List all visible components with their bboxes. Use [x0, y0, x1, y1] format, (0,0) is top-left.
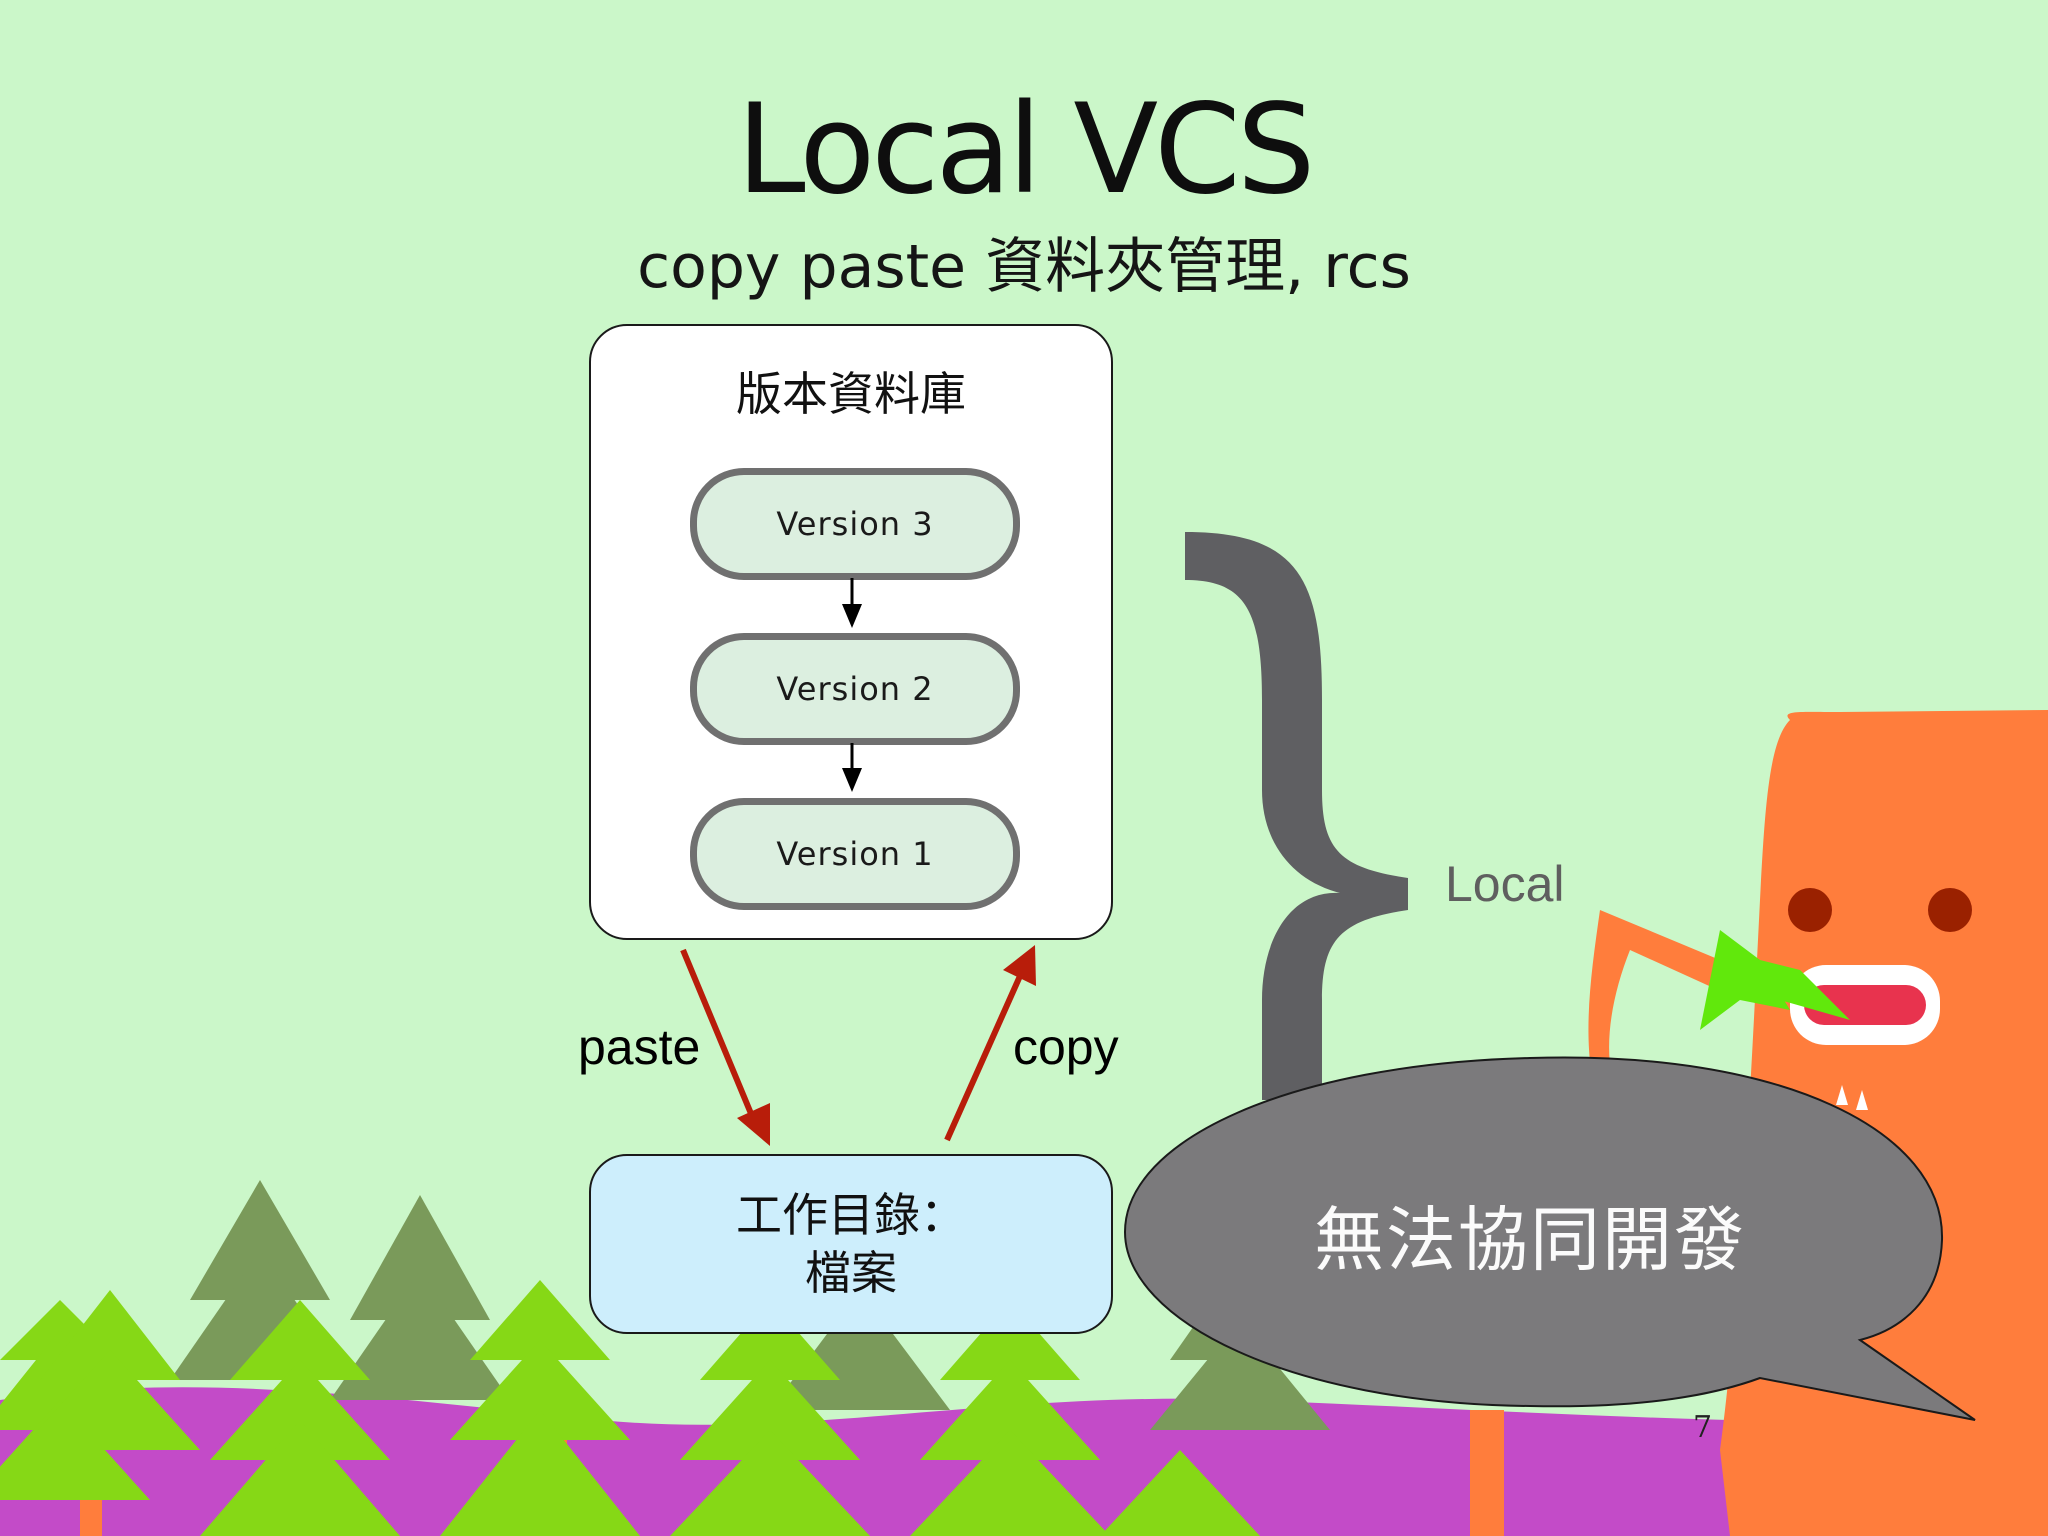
version-node-1: Version 1	[690, 798, 1020, 910]
speech-bubble	[1123, 1056, 1976, 1421]
version-database-box: 版本資料庫 Version 3 Version 2 Version 1	[589, 324, 1113, 940]
paste-arrow	[680, 948, 770, 1146]
slide-subtitle: copy paste 資料夾管理, rcs	[637, 232, 1411, 302]
version-arrow-2-to-1	[842, 743, 862, 792]
working-directory-box: 工作目錄： 檔案	[589, 1154, 1113, 1334]
slide-title: Local VCS	[736, 78, 1316, 222]
local-label: Local	[1445, 856, 1565, 912]
working-directory-files: 檔案	[805, 1246, 897, 1300]
front-trees	[0, 1280, 1260, 1536]
version-node-3: Version 3	[690, 468, 1020, 580]
copy-arrow	[944, 945, 1036, 1142]
version-database-title: 版本資料庫	[736, 367, 966, 421]
paste-label: paste	[578, 1019, 701, 1075]
copy-label: copy	[1013, 1019, 1119, 1075]
version-arrow-3-to-2	[842, 578, 862, 628]
speech-bubble-text: 無法協同開發	[1314, 1199, 1746, 1281]
page-number: 7	[1693, 1410, 1713, 1445]
curly-brace	[1185, 532, 1408, 1100]
working-directory-title: 工作目錄：	[736, 1188, 966, 1242]
version-node-2: Version 2	[690, 633, 1020, 745]
